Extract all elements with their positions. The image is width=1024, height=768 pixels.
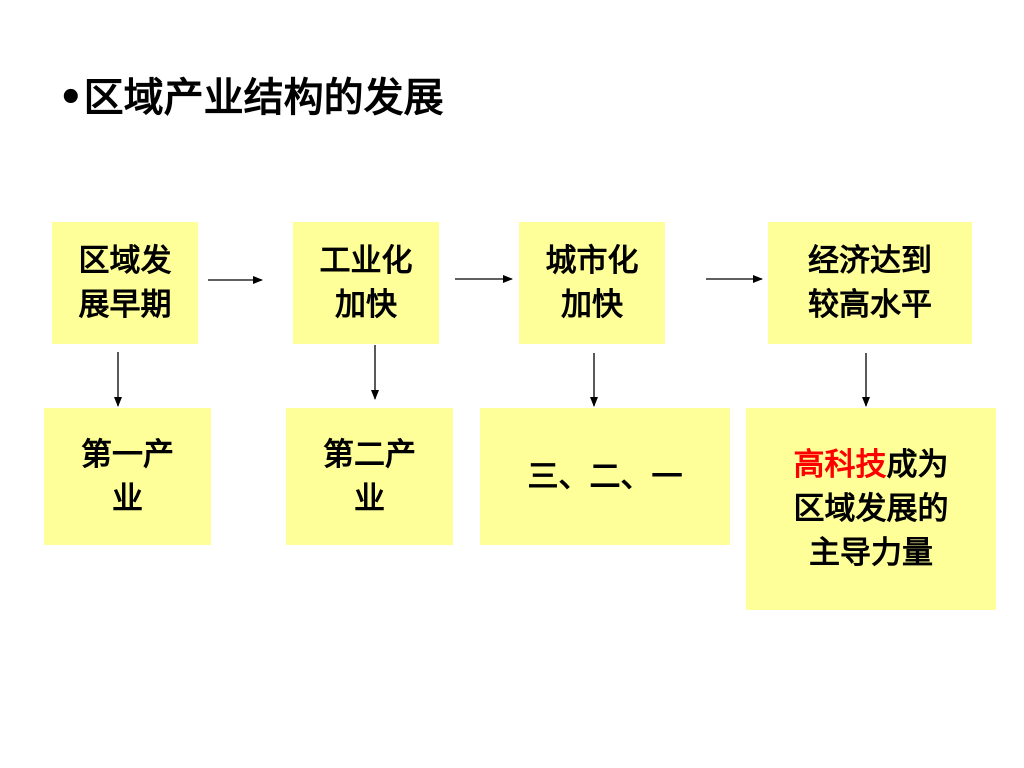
- stage-box-early-development: 区域发 展早期: [52, 222, 198, 344]
- stage-box-text: 展早期: [78, 287, 172, 323]
- stage-box-text: 区域发: [78, 243, 172, 279]
- outcome-box-text: 业: [112, 480, 143, 517]
- stage-box-text: 加快: [335, 287, 397, 323]
- outcome-box-text: 业: [354, 480, 385, 517]
- outcome-box-tertiary-secondary-primary: 三、二、一: [480, 408, 730, 545]
- outcome-box-primary-industry: 第一产 业: [44, 408, 211, 545]
- outcome-box-high-tech: 高科技成为 区域发展的 主导力量: [746, 408, 996, 610]
- stage-box-text: 工业化: [319, 243, 413, 279]
- stage-box-text: 加快: [561, 287, 623, 323]
- high-tech-highlight: 高科技: [793, 447, 887, 483]
- stage-box-text: 经济达到: [808, 243, 932, 279]
- outcome-box-text: 区域发展的: [793, 491, 949, 527]
- outcome-box-text: 成为: [886, 447, 949, 483]
- outcome-box-secondary-industry: 第二产 业: [286, 408, 453, 545]
- outcome-box-text-line1: 高科技成为: [794, 443, 949, 487]
- stage-box-text: 较高水平: [808, 287, 932, 323]
- stage-box-industrialization: 工业化 加快: [293, 222, 439, 344]
- outcome-box-text: 三、二、一: [527, 458, 683, 495]
- outcome-box-text: 第二产: [323, 436, 416, 473]
- stage-box-text: 城市化: [545, 243, 639, 279]
- outcome-box-text: 主导力量: [809, 535, 933, 571]
- stage-box-advanced-economy: 经济达到 较高水平: [768, 222, 972, 344]
- slide-title: •区域产业结构的发展: [58, 75, 444, 121]
- outcome-box-text: 第一产: [81, 436, 174, 473]
- stage-box-urbanization: 城市化 加快: [519, 222, 665, 344]
